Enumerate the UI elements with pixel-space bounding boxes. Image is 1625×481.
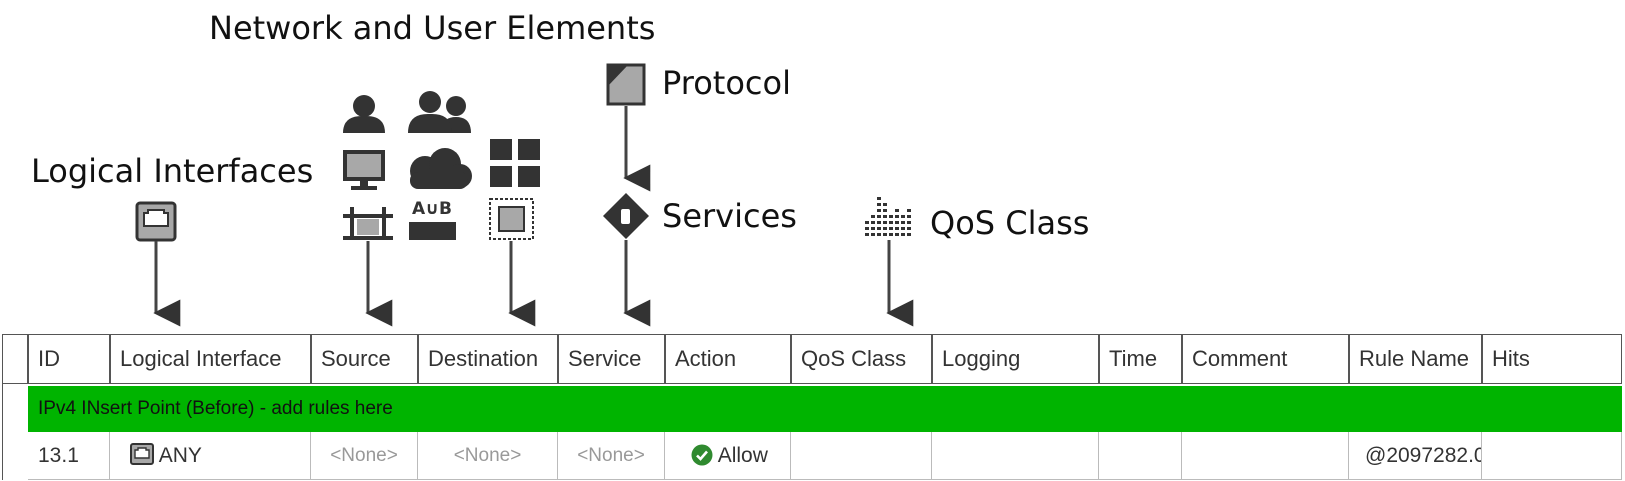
services-label: Services: [662, 197, 797, 235]
protocol-label: Protocol: [662, 64, 791, 102]
network-icon: [343, 207, 393, 240]
cell-rule-name[interactable]: @2097282.0: [1349, 432, 1482, 480]
header-gutter: [2, 334, 28, 384]
protocol-icon: [606, 63, 646, 106]
logical-interface-icon: [130, 443, 154, 465]
cell-destination[interactable]: <None>: [418, 432, 558, 480]
header-logical-interface[interactable]: Logical Interface: [110, 334, 311, 384]
arrows: [153, 106, 914, 327]
cell-time[interactable]: [1099, 432, 1182, 480]
group-icon: [490, 139, 540, 187]
expression-icon-text: A∪B: [412, 199, 452, 219]
user-icon: [343, 95, 385, 133]
cell-logical-interface[interactable]: ANY: [110, 432, 311, 480]
header-rule-name[interactable]: Rule Name: [1349, 334, 1482, 384]
header-logging[interactable]: Logging: [932, 334, 1099, 384]
header-action[interactable]: Action: [665, 334, 791, 384]
cell-qos-class[interactable]: [791, 432, 932, 480]
qos-class-label: QoS Class: [930, 204, 1090, 242]
cell-logical-interface-value: ANY: [158, 444, 202, 467]
user-group-icon: [408, 91, 471, 133]
cell-comment[interactable]: [1182, 432, 1349, 480]
header-time[interactable]: Time: [1099, 334, 1182, 384]
policy-table: ID Logical Interface Source Destination …: [2, 334, 1622, 480]
cell-logging[interactable]: [932, 432, 1099, 480]
logical-interface-icon: [135, 201, 177, 242]
cloud-icon: [410, 148, 472, 189]
header-qos-class[interactable]: QoS Class: [791, 334, 932, 384]
header-id[interactable]: ID: [28, 334, 110, 384]
allow-check-icon: [691, 444, 713, 466]
cell-hits[interactable]: [1482, 432, 1622, 480]
cell-action-value: Allow: [717, 444, 768, 467]
header-hits[interactable]: Hits: [1482, 334, 1622, 384]
cell-service[interactable]: <None>: [558, 432, 665, 480]
host-icon: [343, 150, 385, 190]
service-icon: [603, 193, 649, 239]
zone-icon: [489, 198, 534, 240]
header-destination[interactable]: Destination: [418, 334, 558, 384]
qos-class-icon: [865, 197, 911, 236]
header-service[interactable]: Service: [558, 334, 665, 384]
logical-interfaces-label: Logical Interfaces: [31, 152, 314, 190]
row-gutter: [2, 334, 28, 480]
header-source[interactable]: Source: [311, 334, 418, 384]
header-comment[interactable]: Comment: [1182, 334, 1349, 384]
cell-id[interactable]: 13.1: [28, 432, 110, 480]
cell-source[interactable]: <None>: [311, 432, 418, 480]
cell-action[interactable]: Allow: [665, 432, 791, 480]
insert-point-row[interactable]: IPv4 INsert Point (Before) - add rules h…: [28, 386, 1622, 432]
expression-icon: A∪B: [409, 199, 456, 240]
network-user-elements-label: Network and User Elements: [209, 9, 656, 47]
